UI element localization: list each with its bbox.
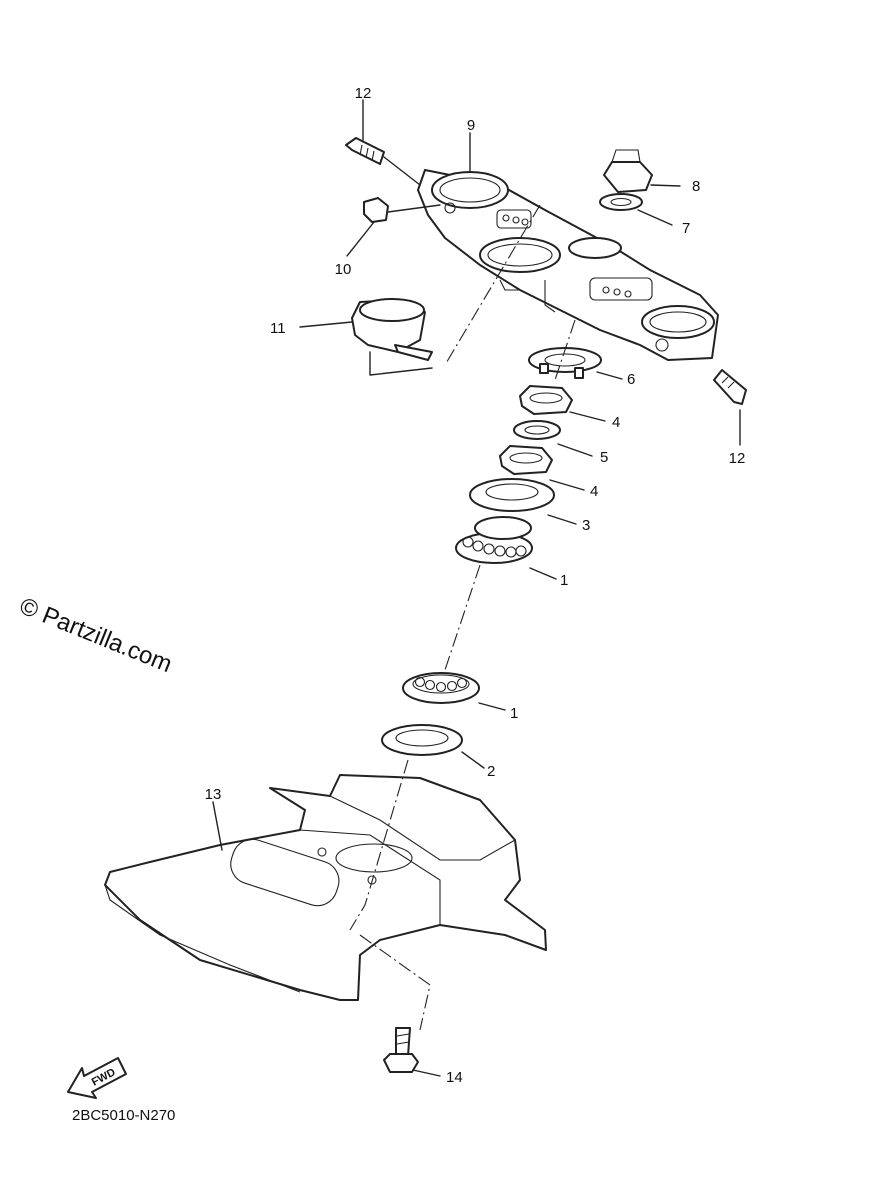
washer	[599, 193, 643, 211]
lock-washer	[528, 347, 602, 379]
bearing-lower	[402, 672, 480, 704]
callout-3: 3	[582, 517, 590, 534]
callout-13: 13	[205, 786, 222, 803]
callout-11: 11	[270, 320, 286, 337]
ball-race-cover	[469, 478, 555, 512]
ring-nut-lower	[499, 445, 553, 475]
callout-1-lower: 1	[510, 705, 518, 722]
flange-bolt	[383, 1027, 419, 1073]
ball-race-lower	[381, 724, 463, 756]
bearing-upper	[455, 516, 533, 564]
callout-14: 14	[446, 1069, 463, 1086]
bolt-right	[713, 369, 747, 405]
callout-4-lower: 4	[590, 483, 598, 500]
callout-8: 8	[692, 178, 700, 195]
rubber-cap	[363, 197, 389, 223]
callout-2: 2	[487, 763, 495, 780]
under-bracket	[104, 774, 547, 1001]
callout-7: 7	[682, 220, 690, 237]
handlebar-bracket	[351, 298, 433, 361]
ring-nut-upper	[519, 385, 573, 415]
callout-1-upper: 1	[560, 572, 568, 589]
callout-4-upper: 4	[612, 414, 620, 431]
figure-code: 2BC5010-N270	[72, 1107, 175, 1124]
callout-6: 6	[627, 371, 635, 388]
callout-12-right: 12	[729, 450, 746, 467]
callout-12-top: 12	[355, 85, 372, 102]
cap-nut	[603, 149, 653, 193]
fwd-arrow-icon: FWD	[67, 1057, 127, 1099]
bolt-top-left	[345, 137, 385, 165]
callout-5: 5	[600, 449, 608, 466]
watermark: © Partzilla.com	[16, 593, 176, 679]
callouts: 12 9 8 7 10 11 6 4 5 12 4 3 1 1 2 13 14	[205, 85, 746, 1086]
assembly-axis	[349, 204, 576, 1031]
callout-9: 9	[467, 117, 475, 134]
callout-10: 10	[335, 261, 352, 278]
leader-lines	[212, 99, 741, 1077]
rubber-washer	[513, 420, 561, 440]
upper-bracket	[417, 169, 719, 361]
